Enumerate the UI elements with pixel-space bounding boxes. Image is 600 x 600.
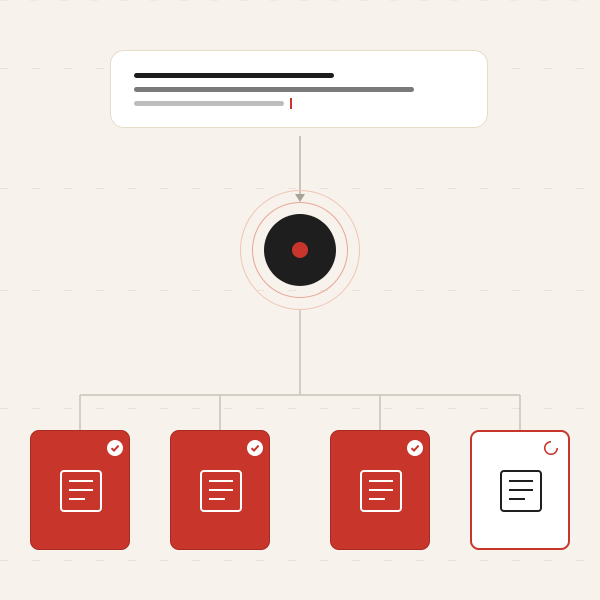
hub-inner-ring — [252, 202, 348, 298]
prompt-input-card[interactable] — [110, 50, 488, 128]
output-document-card-2[interactable] — [170, 430, 270, 550]
document-icon — [200, 470, 242, 512]
text-placeholder-line — [134, 101, 284, 106]
document-icon — [60, 470, 102, 512]
hub-center-dot — [292, 242, 308, 258]
check-icon — [407, 440, 423, 456]
spinner-icon — [543, 440, 559, 456]
background-dash-row — [0, 560, 600, 561]
output-document-card-3[interactable] — [330, 430, 430, 550]
document-icon — [500, 470, 542, 512]
text-placeholder-line — [134, 73, 334, 78]
output-document-card-4[interactable] — [470, 430, 570, 550]
hub-outer-ring — [240, 190, 360, 310]
check-icon — [247, 440, 263, 456]
text-placeholder-line — [134, 87, 414, 92]
output-document-card-1[interactable] — [30, 430, 130, 550]
check-icon — [107, 440, 123, 456]
document-icon — [360, 470, 402, 512]
text-cursor — [290, 98, 292, 109]
background-dash-row — [0, 408, 600, 409]
